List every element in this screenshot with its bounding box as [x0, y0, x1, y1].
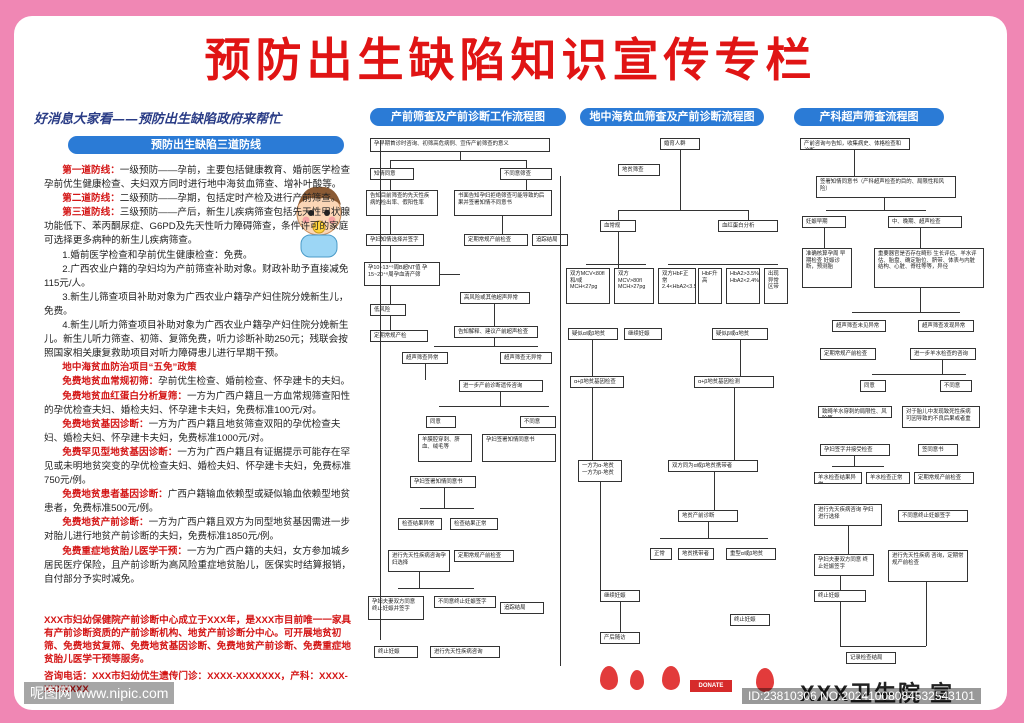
flow-box: 孕妇签署知情同意书	[410, 476, 476, 488]
flow-box: 记录检查结局	[846, 652, 896, 664]
flow-box: 出现异常区带	[764, 268, 788, 304]
flow-box: 羊水检查正常	[866, 472, 910, 484]
flow-box: 定期常规产检	[370, 330, 428, 342]
flow-box: 书面告知孕妇拒绝筛查可能导致的后果并签署知情不同意书	[454, 190, 552, 216]
flow-box: 告知解释、建议产前超声检查	[454, 326, 538, 338]
flow-box: 中、晚期、超声检查	[888, 216, 962, 228]
col3-banner: 地中海贫血筛查及产前诊断流程图	[580, 108, 764, 126]
flow-box: 知情同意	[370, 168, 414, 180]
flow-box: 双方MCV>80fl MCH>27pg	[614, 268, 654, 304]
prevention-text: 第一道防线：一级预防——孕前，主要包括健康教育、婚前医学检查孕前优生健康检查、夫…	[44, 165, 351, 585]
flow-box: 双方MCV<80fl 和/或MCH<27pg	[566, 268, 610, 304]
flow-box: 超声筛查异常	[402, 352, 448, 364]
flow-box: 婚育人群	[660, 138, 700, 150]
flow-box: 进一步产前诊断遗传咨询	[459, 380, 543, 392]
flow-box: 检查结果正常	[450, 518, 498, 530]
blood-drop-icon	[600, 666, 618, 690]
flow-box: 进行先天性疾病咨询	[430, 646, 500, 658]
flow-box: 孕妇夫妻双方同意 终止妊娠签字	[814, 554, 874, 576]
flow-box: 孕10~13⁺⁶周B超NT值 孕15~20⁺⁶周孕血清产筛	[364, 262, 440, 286]
col2-banner: 产前筛查及产前诊断工作流程图	[370, 108, 566, 126]
flow-box: 定期常规产前检查	[914, 472, 974, 484]
flow-box: 重型α或β地贫	[726, 548, 776, 560]
flow-box: HbA2>3.5% HbA2<2.4%	[726, 268, 760, 304]
flow-box: 地贫产前诊断	[678, 510, 738, 522]
flow-box: 致畸羊水穿刺的局限性、风险等	[818, 406, 892, 418]
flow-box: 不同意筛查	[500, 168, 552, 180]
flow-box: 签署知情同意书（产科超声检查的目的、局限性和风险）	[816, 176, 956, 198]
flow-box: 孕妇知情选择并签字	[366, 234, 424, 246]
flow-box: 羊水检查结果异常	[814, 472, 862, 484]
flow-box: 双方HbF正常 2.4<HbA2<3.5	[658, 268, 696, 304]
flow-box: 继续妊娠	[624, 328, 662, 340]
flow-box: 疑似α或β地贫	[568, 328, 618, 340]
flow-box: 地贫筛查	[618, 164, 660, 176]
flow-box: 产后随访	[600, 632, 640, 644]
flow-box: 不同意	[940, 380, 972, 392]
hospital-name: XXX卫生院 宣	[800, 681, 955, 706]
flow-box: 双方同为α或β地贫携带者	[668, 460, 758, 472]
flow-box: 孕早期首诊时咨询、初筛高危病例、宣传产前筛查的意义	[370, 138, 550, 152]
flow-box: 孕妇夫妻双方同意终止妊娠并签字	[368, 596, 424, 620]
donate-box: DONATE	[690, 680, 732, 692]
flow-box: 进行先天疾病咨询 孕妇进行选择	[814, 504, 882, 526]
flow-box: 继续妊娠	[600, 590, 640, 602]
flow-box: 一方为α-地贫 一方为β-地贫	[578, 460, 622, 482]
flow-box: 进行先天性疾病 咨询，定期常规产前检查	[888, 550, 968, 582]
flow-box: 追踪结局	[532, 234, 568, 246]
flow-box: 产前咨询与告知，收集病史、体格检查和诊断	[800, 138, 910, 150]
flow-box: 地贫携带者	[678, 548, 714, 560]
flow-box: 低风险	[370, 304, 406, 316]
flow-box: 终止妊娠	[814, 590, 866, 602]
poster-board: 预防出生缺陷知识宣传专栏 好消息大家看——预防出生缺陷政府来帮忙 预防出生缺陷三…	[14, 16, 1007, 710]
flow-box: 准确核算孕周 早期检查 妊娠诊断，预测胎	[802, 248, 852, 288]
flow-box: 同意	[426, 416, 456, 428]
flow-box: 不同意终止妊娠签字	[434, 596, 496, 608]
flow-box: 羊膜腔穿刺、脐血、绒毛等	[418, 434, 472, 462]
flow-box: 进行先天性疾病咨询孕妇选择	[388, 550, 450, 572]
flow-box: 检查结果异常	[398, 518, 442, 530]
flow-box: 妊娠早期	[802, 216, 846, 228]
flow-box: 高风险或其他超声异常	[460, 292, 530, 304]
flow-box: 签同意书	[918, 444, 958, 456]
three-lines-banner: 预防出生缺陷三道防线	[68, 136, 344, 154]
flow-box: 终止妊娠	[374, 646, 418, 658]
flow-box: 对于胎儿中发现致死性疾病可因导致的不良后果或者重	[902, 406, 980, 428]
flow-box: 正常	[650, 548, 672, 560]
flow-box: 重要器官是否存在畸形 生长评估、羊水评估、胎盘、确定胎位、脐带、体表与内脏结构、…	[874, 248, 984, 288]
flow-box: 孕妇签署知情同意书	[482, 434, 556, 462]
contact-phone: 咨询电话：XXX市妇幼优生遗传门诊：XXXX-XXXXXXX，产科：XXXX-X…	[44, 671, 348, 695]
flow-box: 定期常规产前检查	[454, 550, 514, 562]
flow-box: 追踪结局	[500, 602, 544, 614]
flow-box: 同意	[860, 380, 886, 392]
flow-box: 定期常规产前检查	[820, 348, 876, 360]
watermark-left: 呢图网 www.nipic.com	[24, 682, 175, 704]
flow-box: 不同意	[520, 416, 556, 428]
blood-drop-icon	[756, 668, 774, 692]
flow-box: 血常规	[600, 220, 636, 232]
lead-slogan: 好消息大家看——预防出生缺陷政府来帮忙	[34, 112, 282, 127]
flow-box: 超声筛查发现异常	[918, 320, 974, 332]
flow-box: 超声筛查未见异常	[832, 320, 886, 332]
blood-drop-icon	[662, 666, 680, 690]
col4-banner: 产科超声筛查流程图	[794, 108, 944, 126]
flow-box: α+β地贫基因检查	[570, 376, 624, 388]
flow-box: 不同意终止妊娠签字	[898, 510, 968, 522]
flow-box: 进一步羊水检查的咨询	[910, 348, 976, 360]
flow-box: α+β地贫基因检测	[694, 376, 774, 388]
flow-box: 血红蛋白分析	[718, 220, 778, 232]
flow-box: 终止妊娠	[730, 614, 770, 626]
flow-box: 超声筛查无异常	[500, 352, 552, 364]
flow-box: HbF升高	[698, 268, 722, 304]
poster-title: 预防出生缺陷知识宣传专栏	[204, 34, 817, 86]
watermark-id: ID:23810306 NO:20241008084532543101	[742, 688, 981, 704]
flow-box: 孕妇签字并接受检查	[820, 444, 890, 456]
flow-box: 告知目前筛查的先天性疾病的检出率、假阳性率	[366, 190, 438, 216]
blood-drop-icon	[630, 670, 644, 690]
flow-box: 定期常规产前检查	[464, 234, 528, 246]
baby-illustration-icon	[296, 186, 342, 258]
flow-box: 疑似β或α地贫	[712, 328, 768, 340]
center-description: XXX市妇幼保健院产前诊断中心成立于XXX年，是XXX市目前唯一一家具有产前诊断…	[44, 615, 352, 665]
